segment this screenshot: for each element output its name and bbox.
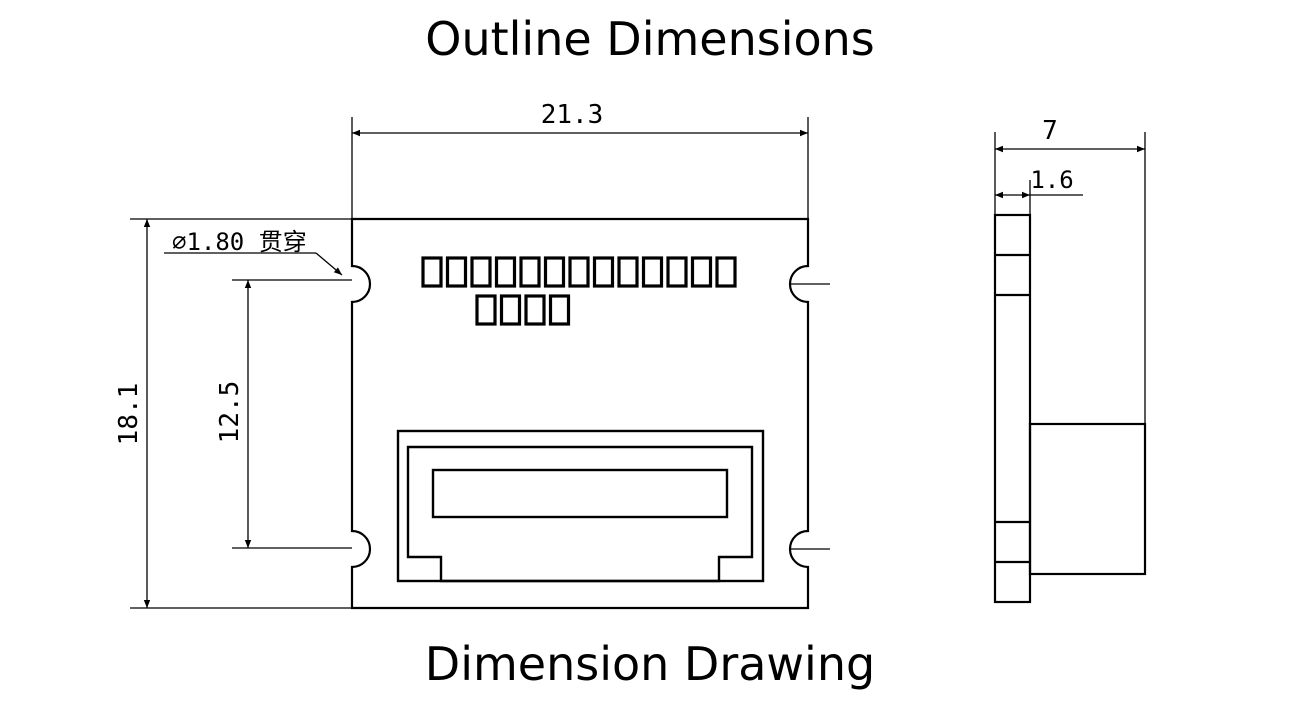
- placeholder-label-glyphs: [421, 256, 737, 326]
- connector-inner-frame: [406, 445, 754, 583]
- connector-slot: [431, 468, 729, 519]
- placeholder-glyph: [641, 256, 664, 288]
- side-board: [993, 213, 1032, 604]
- placeholder-glyph: [519, 256, 541, 288]
- placeholder-glyph: [494, 256, 517, 288]
- placeholder-glyph: [475, 294, 497, 326]
- placeholder-glyph: [543, 256, 566, 288]
- placeholder-glyph: [617, 256, 639, 288]
- width-dimension: [351, 117, 809, 219]
- thickness-dimension: [995, 180, 1083, 215]
- placeholder-glyph: [499, 294, 522, 326]
- hole-spacing-dimension: [232, 279, 352, 549]
- height-dim-label: 18.1: [114, 383, 144, 446]
- side-connector: [1028, 422, 1147, 576]
- placeholder-glyph: [715, 256, 737, 288]
- connector-housing: [396, 429, 765, 583]
- height-dimension: [130, 218, 352, 609]
- placeholder-glyph: [690, 256, 713, 288]
- width-dim-label: 21.3: [541, 100, 604, 130]
- drawing-subtitle: Dimension Drawing: [424, 637, 876, 691]
- thickness-dim-label: 1.6: [1030, 166, 1073, 194]
- board-outline: [350, 217, 810, 610]
- front-view: [350, 217, 830, 610]
- placeholder-glyph: [548, 294, 571, 326]
- drawing-title: Outline Dimensions: [425, 12, 875, 66]
- side-view: [993, 213, 1147, 604]
- placeholder-glyph: [524, 294, 546, 326]
- depth-dimension: [994, 132, 1146, 424]
- hole-spacing-dim-label: 12.5: [215, 381, 245, 444]
- placeholder-glyph: [568, 256, 590, 288]
- placeholder-glyph: [470, 256, 492, 288]
- placeholder-glyph: [666, 256, 688, 288]
- hole-diameter-leader: [164, 252, 343, 276]
- hole-diameter-label: ∅1.80 贯穿: [172, 228, 307, 256]
- placeholder-glyph: [445, 256, 468, 288]
- placeholder-glyph: [592, 256, 615, 288]
- placeholder-glyph: [421, 256, 443, 288]
- depth-dim-label: 7: [1042, 116, 1058, 146]
